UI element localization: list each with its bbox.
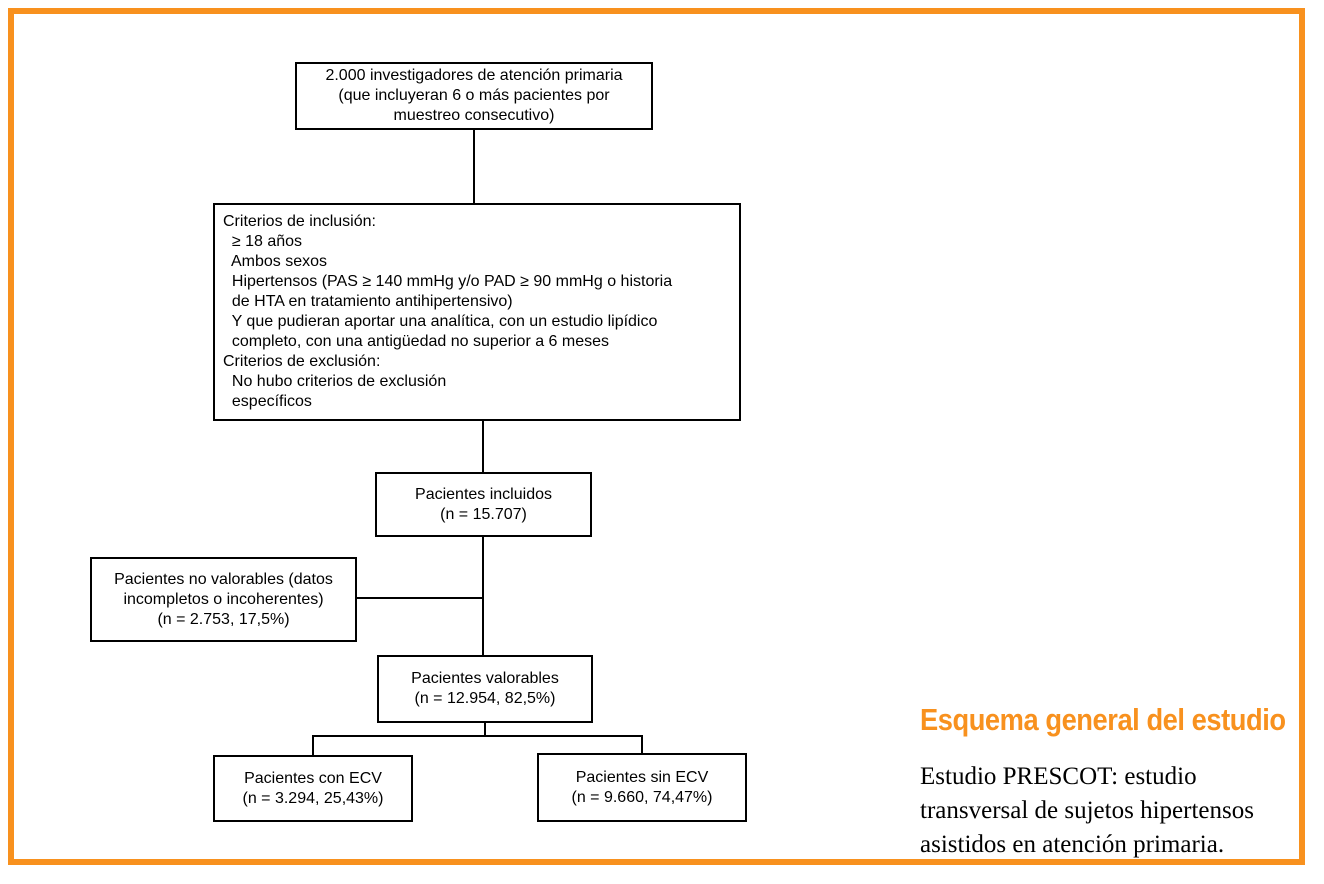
- included-patients-box: Pacientes incluidos (n = 15.707): [375, 472, 592, 537]
- evaluable-patients-box: Pacientes valorables (n = 12.954, 82,5%): [377, 655, 593, 723]
- connector-to-without-cvd: [641, 735, 643, 753]
- figure-title: Esquema general del estudio: [920, 702, 1286, 737]
- with-cvd-box: Pacientes con ECV (n = 3.294, 25,43%): [213, 755, 413, 822]
- investigators-box: 2.000 investigadores de atención primari…: [295, 62, 653, 130]
- connector-split-horizontal: [312, 735, 643, 737]
- figure-caption: Estudio PRESCOT: estudio transversal de …: [920, 763, 1254, 858]
- connector-included-to-evaluable: [482, 537, 484, 655]
- without-cvd-box: Pacientes sin ECV (n = 9.660, 74,47%): [537, 753, 747, 822]
- figure-border-frame: [8, 8, 1305, 865]
- connector-evaluable-stub: [484, 723, 486, 737]
- not-evaluable-patients-box: Pacientes no valorables (datos incomplet…: [90, 557, 357, 642]
- connector-investigators-to-criteria: [473, 130, 475, 203]
- connector-not-evaluable-branch: [357, 597, 484, 599]
- connector-to-with-cvd: [312, 735, 314, 755]
- criteria-box: Criterios de inclusión: ≥ 18 años Ambos …: [213, 203, 741, 421]
- connector-criteria-to-included: [482, 421, 484, 472]
